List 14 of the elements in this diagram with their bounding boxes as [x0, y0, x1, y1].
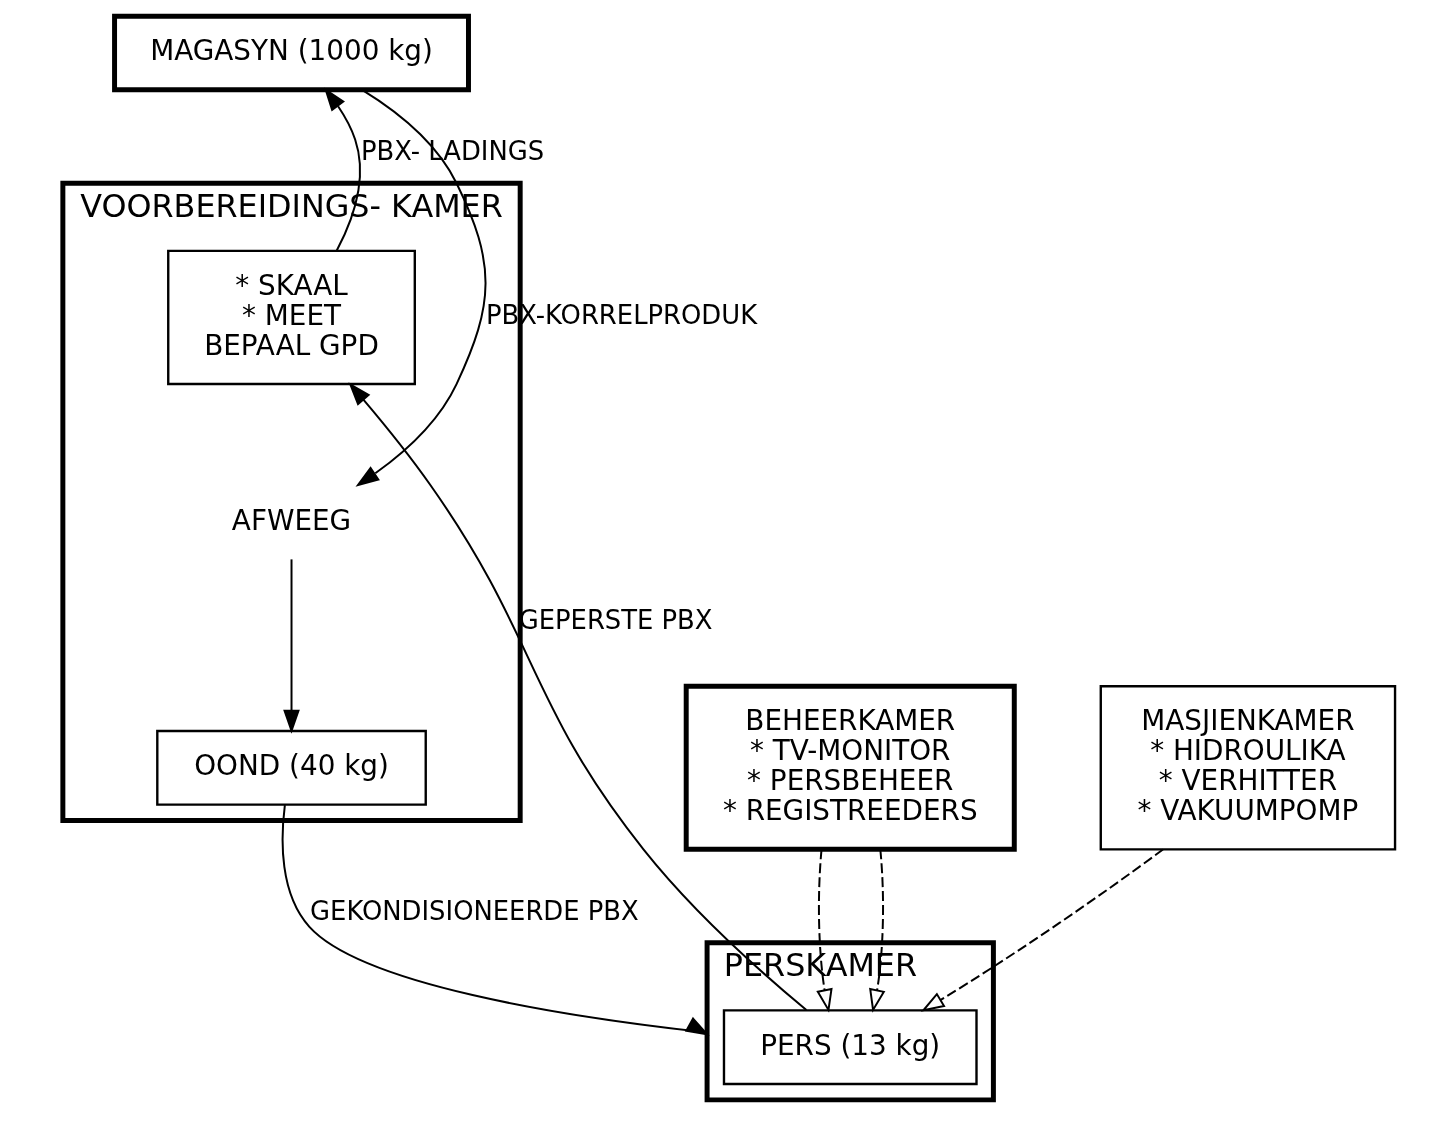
node-box: * SKAAL * MEET BEPAAL GPD	[167, 249, 416, 386]
arrow	[348, 382, 808, 1012]
node-box: BEHEERKAMER * TV-MONITOR * PERSBEHEER * REGISTREEDERS	[683, 683, 1017, 852]
edge-label: GEKONDISIONEERDE PBX	[310, 895, 639, 926]
node-box: OOND (40 kg)	[156, 729, 427, 806]
node-text: AFWEEG	[231, 503, 352, 537]
arrow	[920, 848, 1164, 1012]
arrow	[869, 848, 886, 1013]
arrow	[323, 87, 361, 252]
arrow	[283, 558, 300, 734]
arrow	[816, 848, 833, 1013]
node-box: MAGASYN (1000 kg)	[112, 13, 471, 93]
node-box: PERS (13 kg)	[722, 1009, 978, 1086]
node-box: MASJIENKAMER * HIDROULIKA * VERHITTER * VAKUUMPOMP	[1099, 685, 1397, 851]
